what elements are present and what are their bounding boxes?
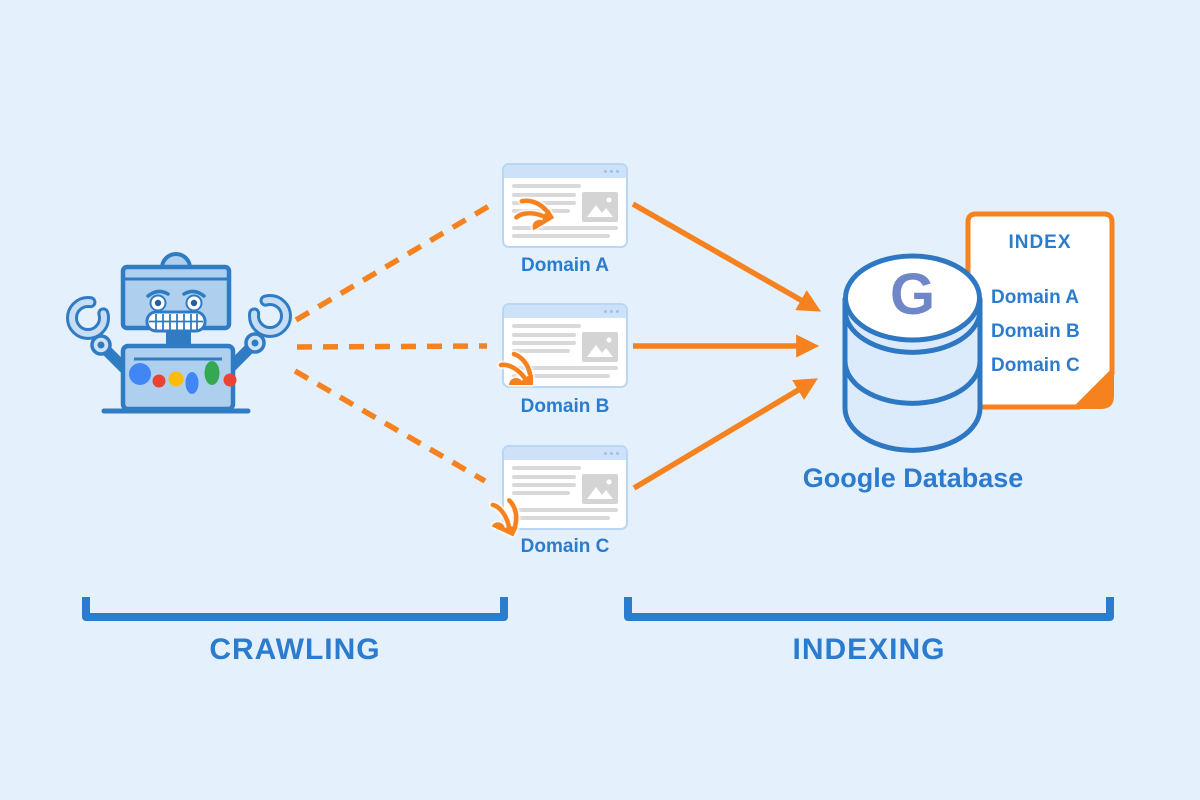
browser-dot-icon <box>610 310 613 313</box>
index-arrow-domain-a <box>631 201 822 312</box>
crawl-path-domain-b <box>296 343 488 350</box>
index-entry-domain-c: Domain C <box>991 355 1080 376</box>
crawling-bracket <box>82 597 508 621</box>
text-line <box>512 508 618 512</box>
browser-dot-icon <box>604 310 607 313</box>
database-cylinder-icon <box>842 253 983 453</box>
index-entry-domain-b: Domain B <box>991 321 1080 342</box>
text-line <box>512 234 610 238</box>
text-line <box>512 466 581 470</box>
index-arrows <box>631 201 822 491</box>
spider-icon <box>457 309 533 385</box>
browser-header <box>504 165 626 178</box>
text-line <box>512 341 576 345</box>
webpage-card-domain-b <box>502 303 628 388</box>
text-line <box>512 491 570 495</box>
browser-dot-icon <box>610 452 613 455</box>
googlebot-robot-icon <box>66 252 292 414</box>
browser-header <box>504 447 626 460</box>
webpage-content <box>504 318 626 378</box>
crawl-path-domain-c <box>293 368 487 484</box>
text-line <box>512 324 581 328</box>
crawl-path-domain-a <box>294 203 491 323</box>
browser-dot-icon <box>616 452 619 455</box>
text-line <box>512 209 570 213</box>
crawl-paths <box>293 203 491 484</box>
index-arrow-domain-c <box>632 378 818 491</box>
webpage-content <box>504 178 626 238</box>
domain-a-label: Domain A <box>521 255 609 276</box>
image-placeholder-icon <box>582 474 618 504</box>
indexing-stage-label: INDEXING <box>792 633 946 666</box>
browser-dot-icon <box>604 452 607 455</box>
webpage-content <box>504 460 626 520</box>
browser-header <box>504 305 626 318</box>
text-line <box>512 349 570 353</box>
text-line <box>512 374 610 378</box>
text-line <box>512 483 576 487</box>
text-line <box>512 333 576 337</box>
browser-dot-icon <box>610 170 613 173</box>
text-line <box>512 193 576 197</box>
database-label: Google Database <box>802 463 1024 493</box>
index-entry-domain-a: Domain A <box>991 287 1079 308</box>
browser-dot-icon <box>604 170 607 173</box>
text-line <box>512 226 618 230</box>
image-placeholder-icon <box>582 192 618 222</box>
indexing-bracket <box>624 597 1114 621</box>
webpage-card-domain-c <box>502 445 628 530</box>
text-line <box>512 366 618 370</box>
google-logo-letter: G <box>889 262 936 327</box>
browser-dot-icon <box>616 170 619 173</box>
text-line <box>512 516 610 520</box>
domain-b-label: Domain B <box>520 396 610 417</box>
text-line <box>512 201 576 205</box>
text-line <box>512 475 576 479</box>
domain-c-label: Domain C <box>520 536 610 557</box>
webpage-card-domain-a <box>502 163 628 248</box>
index-card-title: INDEX <box>1008 232 1072 253</box>
image-placeholder-icon <box>582 332 618 362</box>
browser-dot-icon <box>616 310 619 313</box>
crawling-stage-label: CRAWLING <box>209 633 381 666</box>
text-line <box>512 184 581 188</box>
